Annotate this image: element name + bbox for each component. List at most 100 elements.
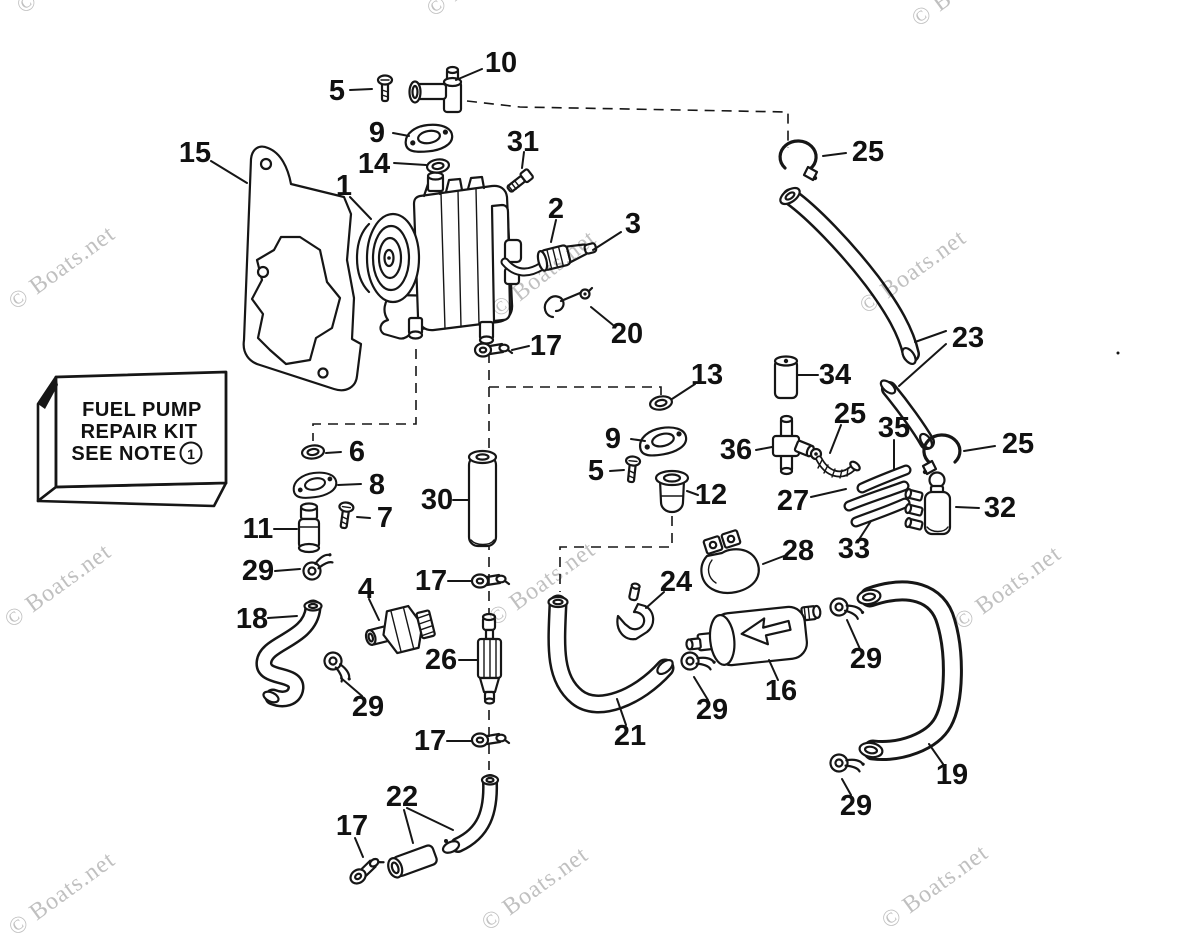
part-label-2: 2 xyxy=(548,193,564,225)
part-label-34: 34 xyxy=(819,359,851,391)
part-clamp-17c xyxy=(470,732,511,748)
part-connector-2-3 xyxy=(500,242,598,277)
part-hose-19 xyxy=(856,580,963,761)
print-artifact-dot xyxy=(1116,351,1120,355)
part-clamp-29a xyxy=(299,551,338,583)
part-label-17: 17 xyxy=(415,565,447,597)
part-fitting-32 xyxy=(904,471,952,536)
part-wire-clip-20 xyxy=(543,286,594,319)
part-cup-12 xyxy=(654,469,690,514)
part-label-12: 12 xyxy=(695,479,727,511)
part-label-25: 25 xyxy=(852,136,884,168)
part-screw-5b xyxy=(622,454,642,484)
part-bracket-15 xyxy=(242,145,363,392)
parts-layer: FUEL PUMP REPAIR KIT SEE NOTE 1 xyxy=(36,65,1120,888)
part-clamp-29c xyxy=(677,644,718,682)
part-clamp-29d xyxy=(321,648,353,687)
note-number-circle xyxy=(179,441,203,465)
part-label-13: 13 xyxy=(691,359,723,391)
part-hoses-35-27-33 xyxy=(843,464,912,528)
part-fitting-4 xyxy=(364,604,436,655)
watermark-text: © Boats.net xyxy=(4,221,121,316)
part-label-9: 9 xyxy=(605,423,621,455)
part-label-3: 3 xyxy=(625,208,641,240)
part-oring-6 xyxy=(300,442,326,462)
watermark-text: © Boats.net xyxy=(484,537,601,632)
part-label-30: 30 xyxy=(421,484,453,516)
part-label-7: 7 xyxy=(377,502,393,534)
part-clamp-25c xyxy=(921,433,962,476)
part-hose-23 xyxy=(779,186,935,450)
part-tube-30 xyxy=(467,449,498,548)
part-clamp-17b xyxy=(470,573,511,589)
watermark-text: © Boats.net xyxy=(12,0,129,19)
leader-lines xyxy=(210,68,996,858)
part-label-14: 14 xyxy=(358,148,390,180)
part-label-19: 19 xyxy=(936,759,968,791)
part-label-29: 29 xyxy=(840,790,872,822)
part-label-6: 6 xyxy=(349,436,365,468)
part-hose-18 xyxy=(255,599,323,708)
part-gasket-9a xyxy=(402,119,456,157)
watermark-text: © Boats.net xyxy=(877,840,994,935)
watermark-text: © Boats.net xyxy=(0,539,116,634)
part-label-25: 25 xyxy=(834,398,866,430)
watermark-text: © Boats.net xyxy=(477,842,594,937)
part-screw-5a xyxy=(376,74,394,103)
watermark-text: © Boats.net xyxy=(907,0,1024,32)
part-fuel-filter-16 xyxy=(685,604,822,667)
part-oring-13 xyxy=(647,393,675,413)
part-label-18: 18 xyxy=(236,603,268,635)
part-label-29: 29 xyxy=(242,555,274,587)
part-elbow-10 xyxy=(408,65,463,114)
part-label-21: 21 xyxy=(614,720,646,752)
part-filter-element-26 xyxy=(476,612,503,705)
part-label-24: 24 xyxy=(660,566,692,598)
part-label-17: 17 xyxy=(530,330,562,362)
part-clamp-17a xyxy=(473,342,514,358)
part-label-16: 16 xyxy=(765,675,797,707)
part-label-36: 36 xyxy=(720,434,752,466)
part-label-25: 25 xyxy=(1002,428,1034,460)
part-label-20: 20 xyxy=(611,318,643,350)
note-line-1: FUEL PUMP xyxy=(82,399,202,421)
part-label-29: 29 xyxy=(850,643,882,675)
part-clamp-25a xyxy=(778,139,819,182)
note-box: FUEL PUMP REPAIR KIT SEE NOTE 1 xyxy=(36,370,228,508)
part-label-11: 11 xyxy=(243,513,274,545)
part-label-31: 31 xyxy=(507,126,539,158)
part-label-10: 10 xyxy=(485,47,517,79)
part-clip-24 xyxy=(616,582,655,641)
part-label-17: 17 xyxy=(414,725,446,757)
part-label-1: 1 xyxy=(336,170,352,202)
part-valve-36 xyxy=(771,414,815,476)
part-label-33: 33 xyxy=(838,533,870,565)
watermark-text: © Boats.net xyxy=(4,847,121,942)
note-number: 1 xyxy=(187,446,195,462)
part-label-23: 23 xyxy=(952,322,984,354)
part-tube-22 xyxy=(387,844,438,879)
part-label-27: 27 xyxy=(777,485,809,517)
part-clamp-28 xyxy=(700,529,760,594)
note-line-2: REPAIR KIT xyxy=(81,421,198,443)
part-label-15: 15 xyxy=(179,137,211,169)
part-clamp-29e xyxy=(826,746,867,784)
watermark-text: © Boats.net xyxy=(422,0,539,22)
note-line-3: SEE NOTE xyxy=(71,443,176,465)
part-label-4: 4 xyxy=(358,573,374,605)
part-label-29: 29 xyxy=(696,694,728,726)
part-hose-21 xyxy=(547,594,675,714)
part-fitting-11 xyxy=(297,502,321,554)
part-screw-7 xyxy=(335,500,356,530)
part-label-22: 22 xyxy=(386,781,418,813)
part-label-35: 35 xyxy=(878,412,910,444)
part-fuel-pump-1 xyxy=(355,164,523,345)
part-label-29: 29 xyxy=(352,691,384,723)
part-cylinder-34 xyxy=(773,355,799,400)
part-label-17: 17 xyxy=(336,810,368,842)
part-label-26: 26 xyxy=(425,644,457,676)
part-label-5: 5 xyxy=(329,75,345,107)
